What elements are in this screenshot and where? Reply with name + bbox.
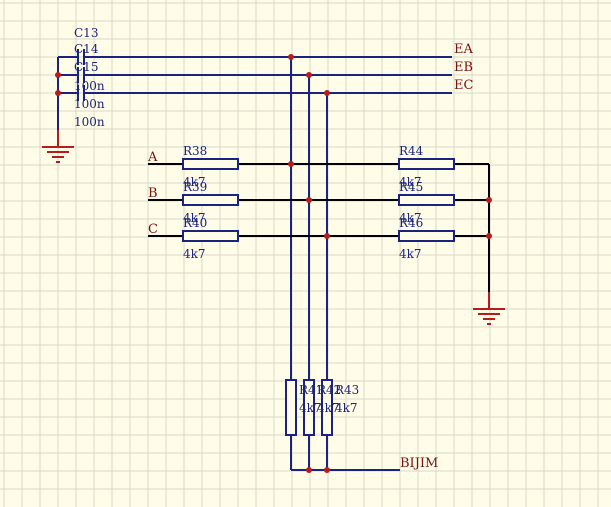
net-label-c: C (148, 222, 158, 237)
r38-designator: R38 (183, 144, 207, 158)
capacitor-c13-designator: C13 (74, 26, 98, 40)
junction-dot (486, 233, 492, 239)
net-label-ea: EA (454, 42, 473, 57)
capacitor-c15-designator: C15 (74, 60, 98, 74)
junction-dot (55, 90, 61, 96)
r38-value: 4k7 (183, 175, 206, 189)
r45-designator: R45 (399, 180, 423, 194)
junction-dot (306, 467, 312, 473)
r43-value: 4k7 (335, 401, 358, 415)
r43-designator: R43 (335, 383, 359, 397)
junction-dot (288, 161, 294, 167)
net-label-bijim: BIJIM (400, 456, 438, 471)
capacitor-c13-value: 100n (74, 79, 105, 93)
junction-dot (324, 467, 330, 473)
resistor-r45 (398, 194, 455, 206)
resistor-r40 (182, 230, 239, 242)
junction-dot (486, 197, 492, 203)
r40-designator: R40 (183, 216, 207, 230)
resistor-r39 (182, 194, 239, 206)
r44-value: 4k7 (399, 175, 422, 189)
capacitor-c15-value: 100n (74, 115, 105, 129)
junction-dot (306, 72, 312, 78)
r41-designator: R41 (299, 383, 323, 397)
capacitor-c14-designator: C14 (74, 42, 99, 56)
net-label-ec: EC (454, 78, 473, 93)
r39-value: 4k7 (183, 211, 206, 225)
resistor-r41 (285, 379, 297, 436)
resistor-r38 (182, 158, 239, 170)
net-label-eb: EB (454, 60, 473, 75)
ground-symbol-right (473, 292, 505, 325)
net-label-a: A (147, 150, 158, 165)
junction-dot (55, 72, 61, 78)
junction-dot (324, 90, 330, 96)
r41-value: 4k7 (299, 401, 322, 415)
ground-symbol-left (42, 130, 74, 163)
resistor-r46 (398, 230, 455, 242)
resistor-r44 (398, 158, 455, 170)
r45-value: 4k7 (399, 211, 422, 225)
capacitor-c14-value: 100n (74, 97, 105, 111)
junction-dot (288, 54, 294, 60)
r42-designator: R42 (317, 383, 341, 397)
r46-designator: R46 (399, 216, 423, 230)
r46-value: 4k7 (399, 247, 422, 261)
r42-value: 4k7 (317, 401, 340, 415)
junction-dot (324, 233, 330, 239)
r39-designator: R39 (183, 180, 207, 194)
r44-designator: R44 (399, 144, 424, 158)
r40-value: 4k7 (183, 247, 206, 261)
junction-dot (306, 197, 312, 203)
net-label-b: B (148, 186, 158, 201)
